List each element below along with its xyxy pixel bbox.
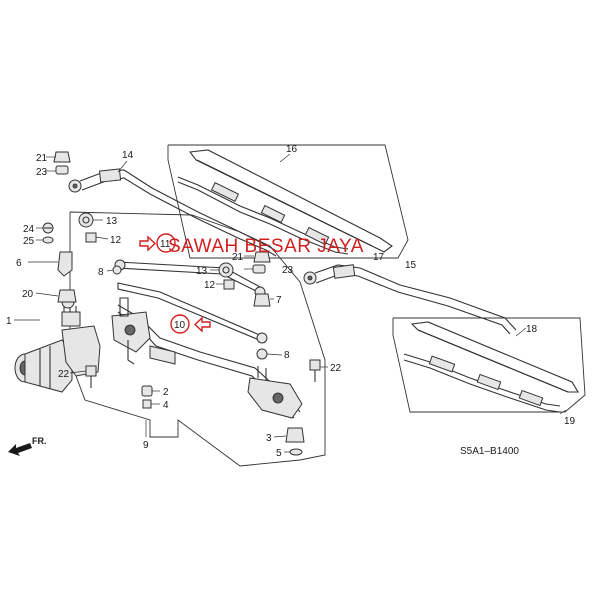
blade-16-frame	[167, 144, 409, 259]
callout-14: 14	[122, 150, 134, 161]
bolt-22-right	[309, 359, 321, 382]
callout-12-left: 12	[110, 235, 122, 246]
callout-23-right: 23	[282, 265, 294, 276]
wiper-arm-14	[68, 168, 279, 257]
callout-21: 21	[36, 153, 48, 164]
highlight-circles	[156, 233, 190, 334]
callout-25: 25	[23, 236, 35, 247]
link-rod-11	[114, 259, 266, 298]
callout-17: 17	[373, 252, 385, 263]
red-arrow-right-icon	[139, 235, 157, 252]
callout-20: 20	[22, 289, 34, 300]
callout-4: 4	[163, 400, 169, 411]
nut-21	[53, 151, 71, 163]
highlight-circle-10	[170, 314, 190, 334]
leader-lines	[14, 153, 567, 453]
bushing-13-left	[78, 212, 94, 228]
washer-5	[289, 448, 303, 456]
callout-24: 24	[23, 224, 35, 235]
cap-23-right	[252, 264, 266, 274]
callout-13-left: 13	[106, 216, 118, 227]
callout-1: 1	[6, 316, 12, 327]
callout-3: 3	[266, 433, 272, 444]
bracket-6	[57, 251, 73, 277]
cap-3	[285, 427, 305, 443]
bolt-8-lower	[256, 348, 268, 360]
linkage-frame-9	[111, 297, 303, 419]
washer-4	[142, 399, 152, 409]
washer-25	[42, 236, 54, 244]
blade-18-frame	[392, 317, 586, 413]
shop-name-watermark: SAWAH BESAR JAYA	[168, 236, 364, 257]
callout-6: 6	[16, 258, 22, 269]
callout-23: 23	[36, 167, 48, 178]
front-label: FR.	[32, 436, 47, 446]
callout-12-right: 12	[204, 280, 216, 291]
callout-10: 10	[174, 320, 186, 331]
callout-19: 19	[564, 416, 576, 427]
wiper-blade-18	[403, 321, 579, 413]
front-arrow-icon	[8, 443, 32, 456]
callout-13-right: 13	[196, 266, 208, 277]
link-rod-10	[117, 282, 268, 344]
callout-22-left: 22	[58, 369, 70, 380]
callout-18: 18	[526, 324, 538, 335]
wiper-motor-1	[14, 295, 101, 393]
linkage-group-frame	[69, 211, 326, 467]
nut-21-right	[253, 251, 271, 263]
callout-7: 7	[276, 295, 282, 306]
cap-2	[141, 385, 153, 397]
callout-2: 2	[163, 387, 169, 398]
bolt-8-upper	[112, 265, 122, 275]
grommet-7	[253, 293, 271, 307]
wiper-arm-15	[303, 264, 517, 335]
bolt-22-left	[85, 365, 97, 388]
callout-8-lower: 8	[284, 350, 290, 361]
wiper-blade-16	[177, 149, 393, 255]
callout-16: 16	[286, 144, 298, 155]
red-arrow-left-icon	[193, 316, 211, 333]
bolt-12-right	[223, 279, 235, 290]
callout-labels: 21 23 14 16 24 25 13 12 11 6 8 13 21 17 …	[6, 144, 576, 459]
callout-11: 11	[160, 239, 171, 250]
bolt-12-left	[85, 232, 97, 243]
highlight-circle-11	[156, 233, 176, 253]
callout-8-upper: 8	[98, 267, 104, 278]
diagram-code: S5A1–B1400	[460, 446, 519, 457]
bushing-13-right	[218, 262, 234, 278]
callout-15: 15	[405, 260, 417, 271]
nut-20	[57, 289, 77, 303]
cap-23	[55, 165, 69, 175]
callout-21-right: 21	[232, 252, 244, 263]
bolt-24	[42, 222, 54, 234]
callout-22-right: 22	[330, 363, 342, 374]
callout-5: 5	[276, 448, 282, 459]
callout-9: 9	[143, 440, 149, 451]
